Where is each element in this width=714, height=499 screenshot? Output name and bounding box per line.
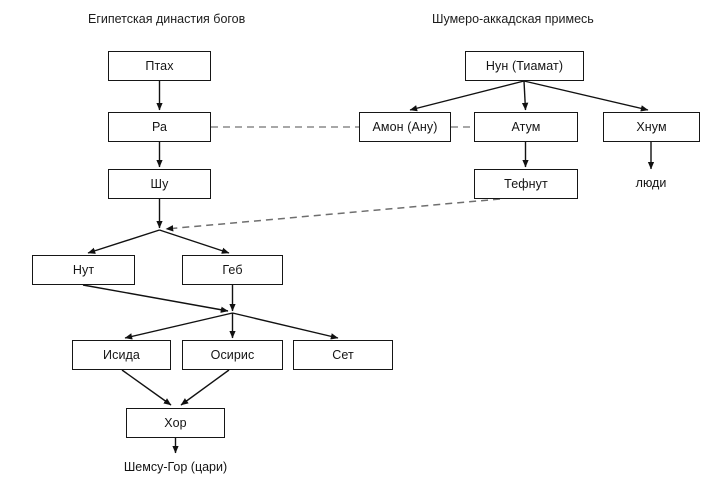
edge-junction2-isis bbox=[124, 312, 233, 340]
edge-osiris-horus bbox=[180, 369, 230, 406]
column-title-left: Египетская династия богов bbox=[88, 12, 246, 26]
edge-junction1-geb bbox=[159, 229, 230, 254]
node-ptah: Птах bbox=[108, 51, 211, 81]
node-shemsu: Шемсу-Гор (цари) bbox=[123, 460, 228, 474]
node-nut: Нут bbox=[32, 255, 135, 285]
edge-isis-horus bbox=[121, 369, 172, 406]
node-geb: Геб bbox=[182, 255, 283, 285]
edge-nut-junction2 bbox=[82, 284, 229, 313]
node-isis: Исида bbox=[72, 340, 171, 370]
node-tefnut: Тефнут bbox=[474, 169, 578, 199]
edge-junction2-set bbox=[232, 312, 339, 340]
node-set: Сет bbox=[293, 340, 393, 370]
node-atum: Атум bbox=[474, 112, 578, 142]
edge-junction1-nut bbox=[87, 229, 160, 254]
node-lyudi: люди bbox=[635, 176, 667, 190]
edge-nun-khnum bbox=[523, 80, 649, 112]
node-shu: Шу bbox=[108, 169, 211, 199]
node-nun: Нун (Тиамат) bbox=[465, 51, 584, 81]
edge-tefnut-junction1-dashed bbox=[165, 198, 501, 232]
node-osiris: Осирис bbox=[182, 340, 283, 370]
node-amon: Амон (Ану) bbox=[359, 112, 451, 142]
node-ra: Ра bbox=[108, 112, 211, 142]
node-horus: Хор bbox=[126, 408, 225, 438]
edge-nun-atum bbox=[521, 80, 529, 111]
edge-nun-amon bbox=[409, 80, 525, 112]
node-khnum: Хнум bbox=[603, 112, 700, 142]
column-title-right: Шумеро-аккадская примесь bbox=[432, 12, 594, 26]
